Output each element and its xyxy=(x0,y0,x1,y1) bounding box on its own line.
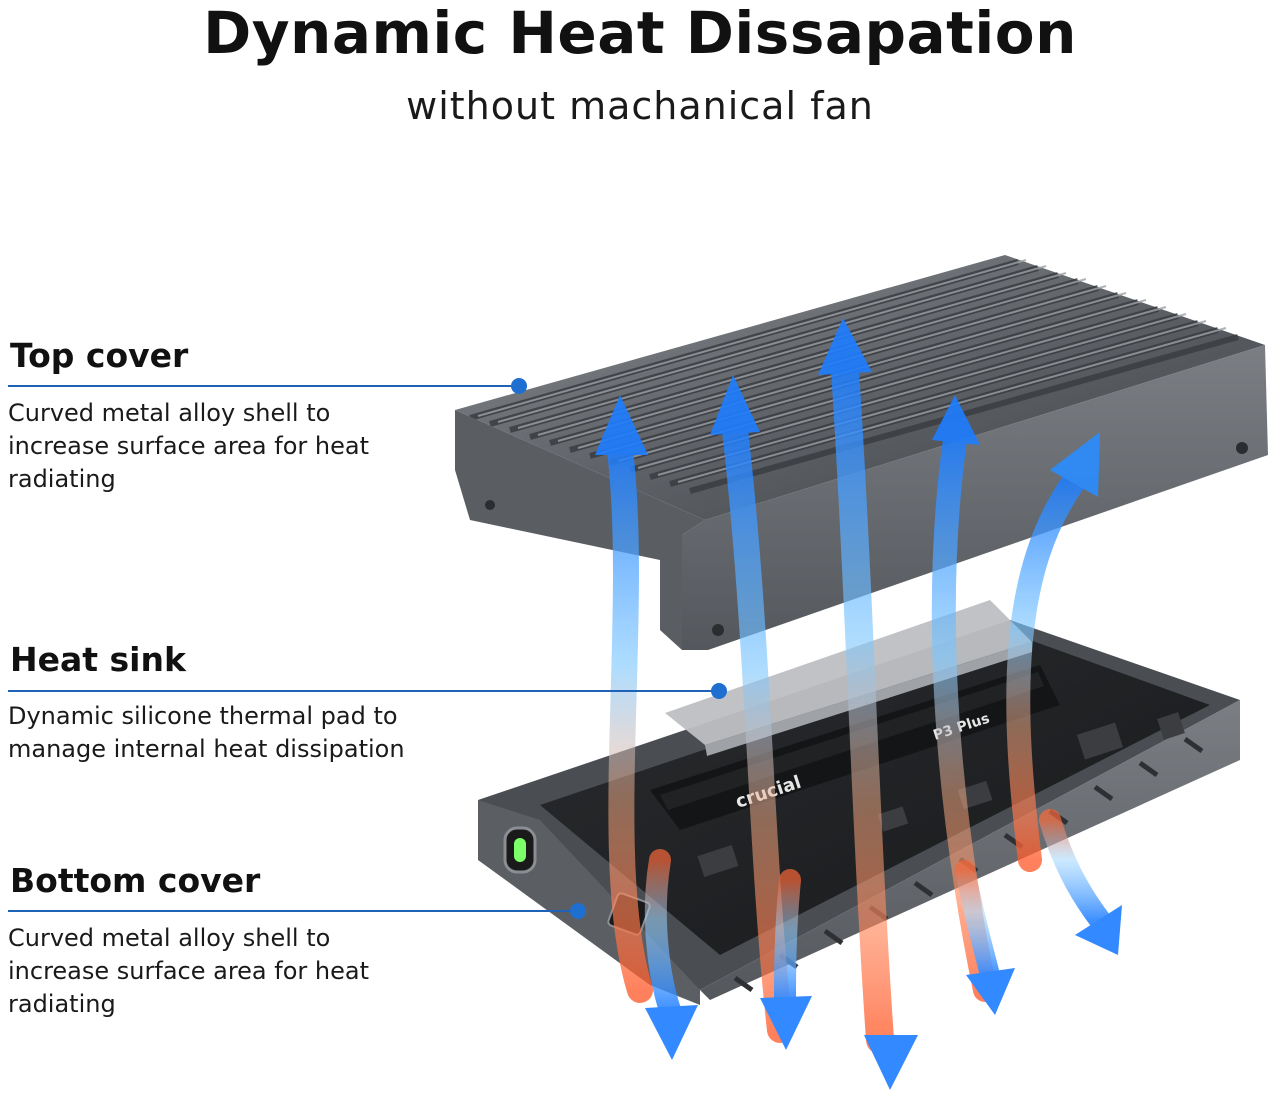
heat-sink-description: Dynamic silicone thermal pad to manage i… xyxy=(8,702,405,763)
heat-sink-heading: Heat sink xyxy=(10,640,186,679)
page-subtitle: without machanical fan xyxy=(406,84,874,128)
top-cover-description: Curved metal alloy shell to increase sur… xyxy=(8,399,369,493)
bottom-cover-heading: Bottom cover xyxy=(10,861,261,900)
callout-leaders xyxy=(8,378,727,919)
heat-flow-arrows xyxy=(595,318,1122,1090)
bottom-cover-description: Curved metal alloy shell to increase sur… xyxy=(8,924,369,1018)
page-title: Dynamic Heat Dissapation xyxy=(203,0,1077,67)
top-cover-heading: Top cover xyxy=(10,336,189,375)
